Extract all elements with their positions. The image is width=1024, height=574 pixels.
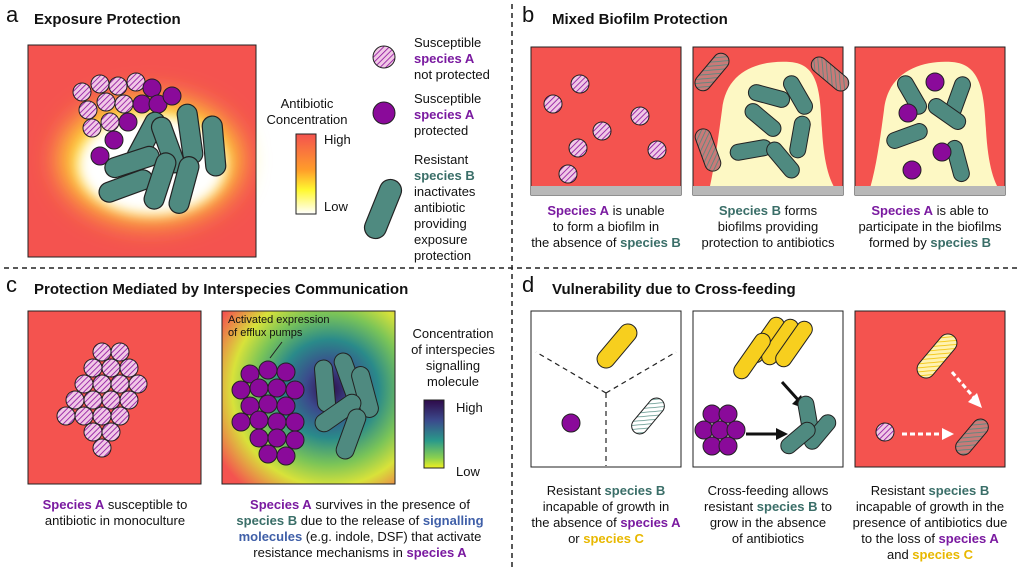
antibiotic-scale-high: High xyxy=(324,132,351,147)
panel-b-box-3 xyxy=(854,46,1006,196)
panel-a-title: Exposure Protection xyxy=(34,11,181,28)
panel-b-caption-2: Species B forms biofilms providing prote… xyxy=(701,203,835,250)
panel-a-legend-icons xyxy=(363,45,403,240)
legend-not-protected: Susceptible species A not protected xyxy=(414,35,490,82)
signalling-scale-high: High xyxy=(456,400,483,415)
panel-b-caption-1: Species A is unable to form a biofilm in… xyxy=(531,203,681,250)
panel-b-box-1 xyxy=(530,46,682,196)
panel-c-box-2 xyxy=(221,310,396,485)
panel-a-letter: a xyxy=(6,2,19,27)
panel-d-caption-1: Resistant species B incapable of growth … xyxy=(531,483,681,546)
panel-c-title: Protection Mediated by Interspecies Comm… xyxy=(34,281,409,298)
panel-a-cells xyxy=(72,72,227,214)
panel-d-box-3 xyxy=(854,310,1006,468)
panel-b-title: Mixed Biofilm Protection xyxy=(552,11,728,28)
panel-b-letter: b xyxy=(522,2,535,27)
panel-c-caption-right: Species A survives in the presence of sp… xyxy=(236,497,484,560)
panel-c-box-1 xyxy=(27,310,202,485)
signalling-scale-low: Low xyxy=(456,464,480,479)
panel-b-box-2 xyxy=(692,46,850,196)
panel-d-letter: d xyxy=(522,272,535,297)
panel-d-caption-3: Resistant species B incapable of growth … xyxy=(852,483,1008,562)
panel-c-caption-left: Species A susceptible to antibiotic in m… xyxy=(42,497,188,528)
legend-resistant: Resistant species B inactivates antibiot… xyxy=(414,152,476,263)
panel-d-box-2 xyxy=(692,310,844,468)
antibiotic-scale-low: Low xyxy=(324,199,348,214)
panel-d-title: Vulnerability due to Cross-feeding xyxy=(552,281,796,298)
legend-protected: Susceptible species A protected xyxy=(414,91,482,138)
panel-d-caption-2: Cross-feeding allows resistant species B… xyxy=(704,483,832,546)
panel-b-caption-3: Species A is able to participate in the … xyxy=(858,203,1002,250)
signalling-scale-bar xyxy=(423,399,445,469)
panel-c-letter: c xyxy=(6,272,17,297)
antibiotic-scale-bar xyxy=(295,133,317,215)
panel-d-box-1 xyxy=(530,310,682,468)
